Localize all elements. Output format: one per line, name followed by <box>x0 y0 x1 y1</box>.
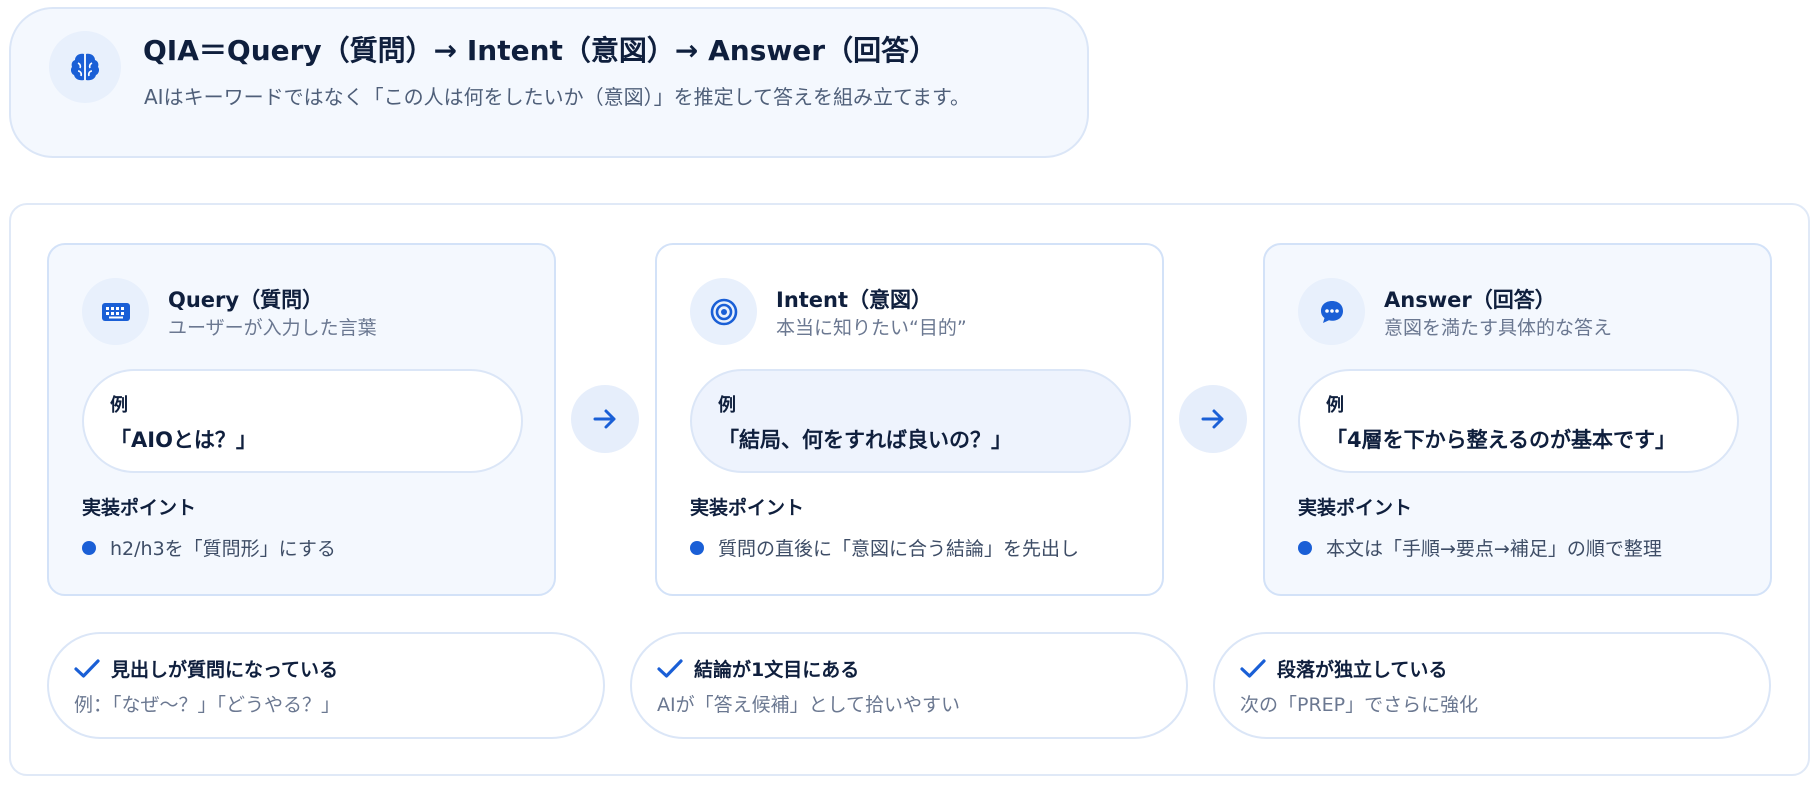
step-subtitle: ユーザーが入力した言葉 <box>168 317 377 339</box>
checkmark-icon <box>1240 659 1266 678</box>
impl-item: 質問の直後に「意図に合う結論」を先出し <box>690 534 1079 561</box>
checklist-card: 見出しが質問になっている 例：「なぜ〜？」「どうやる？」 <box>47 632 605 739</box>
check-desc: AIが「答え候補」として拾いやすい <box>657 694 961 716</box>
check-desc: 次の「PREP」でさらに強化 <box>1240 694 1479 716</box>
target-icon <box>690 278 757 345</box>
impl-item: h2/h3を「質問形」にする <box>82 534 336 561</box>
check-title: 段落が独立している <box>1277 659 1448 681</box>
page-title: QIA＝Query（質問）→ Intent（意図）→ Answer（回答） <box>143 34 938 67</box>
header-card: QIA＝Query（質問）→ Intent（意図）→ Answer（回答） AI… <box>9 7 1089 158</box>
check-title: 結論が1文目にある <box>694 659 860 681</box>
example-text: 「AIOとは？」 <box>110 428 257 452</box>
step-title: Answer（回答） <box>1384 288 1556 312</box>
check-title: 見出しが質問になっている <box>111 659 339 681</box>
keyboard-icon <box>82 278 149 345</box>
impl-label: 実装ポイント <box>690 497 805 519</box>
example-label: 例 <box>110 395 128 416</box>
example-label: 例 <box>718 395 736 416</box>
example-pill: 例 「4層を下から整えるのが基本です」 <box>1298 369 1739 473</box>
checkmark-icon <box>657 659 683 678</box>
impl-item-text: h2/h3を「質問形」にする <box>110 538 336 560</box>
example-label: 例 <box>1326 395 1344 416</box>
chat-bubble-icon <box>1298 278 1365 345</box>
checklist-card: 段落が独立している 次の「PREP」でさらに強化 <box>1213 632 1771 739</box>
example-pill: 例 「AIOとは？」 <box>82 369 523 473</box>
impl-item-text: 質問の直後に「意図に合う結論」を先出し <box>718 538 1080 560</box>
impl-label: 実装ポイント <box>1298 497 1413 519</box>
bullet-icon <box>690 540 704 555</box>
checklist-card: 結論が1文目にある AIが「答え候補」として拾いやすい <box>630 632 1188 739</box>
step-card-answer: Answer（回答） 意図を満たす具体的な答え 例 「4層を下から整えるのが基本… <box>1263 243 1772 596</box>
bullet-icon <box>1298 540 1312 555</box>
example-text: 「結局、何をすれば良いの？」 <box>718 428 1012 452</box>
step-card-intent: Intent（意図） 本当に知りたい“目的” 例 「結局、何をすれば良いの？」 … <box>655 243 1164 596</box>
arrow-right-icon <box>1179 385 1247 453</box>
step-card-query: Query（質問） ユーザーが入力した言葉 例 「AIOとは？」 実装ポイント … <box>47 243 556 596</box>
brain-icon <box>49 31 121 103</box>
bullet-icon <box>82 540 96 555</box>
impl-item-text: 本文は「手順→要点→補足」の順で整理 <box>1326 538 1662 560</box>
check-desc: 例：「なぜ〜？」「どうやる？」 <box>74 694 341 716</box>
impl-label: 実装ポイント <box>82 497 197 519</box>
step-title: Intent（意図） <box>776 288 933 312</box>
step-subtitle: 意図を満たす具体的な答え <box>1384 317 1613 339</box>
page-subtitle: AIはキーワードではなく「この人は何をしたいか（意図）」を推定して答えを組み立て… <box>144 85 970 109</box>
example-text: 「4層を下から整えるのが基本です」 <box>1326 428 1676 452</box>
example-pill: 例 「結局、何をすれば良いの？」 <box>690 369 1131 473</box>
step-subtitle: 本当に知りたい“目的” <box>776 317 967 339</box>
arrow-right-icon <box>571 385 639 453</box>
checkmark-icon <box>74 659 100 678</box>
step-title: Query（質問） <box>168 288 324 312</box>
impl-item: 本文は「手順→要点→補足」の順で整理 <box>1298 534 1662 561</box>
